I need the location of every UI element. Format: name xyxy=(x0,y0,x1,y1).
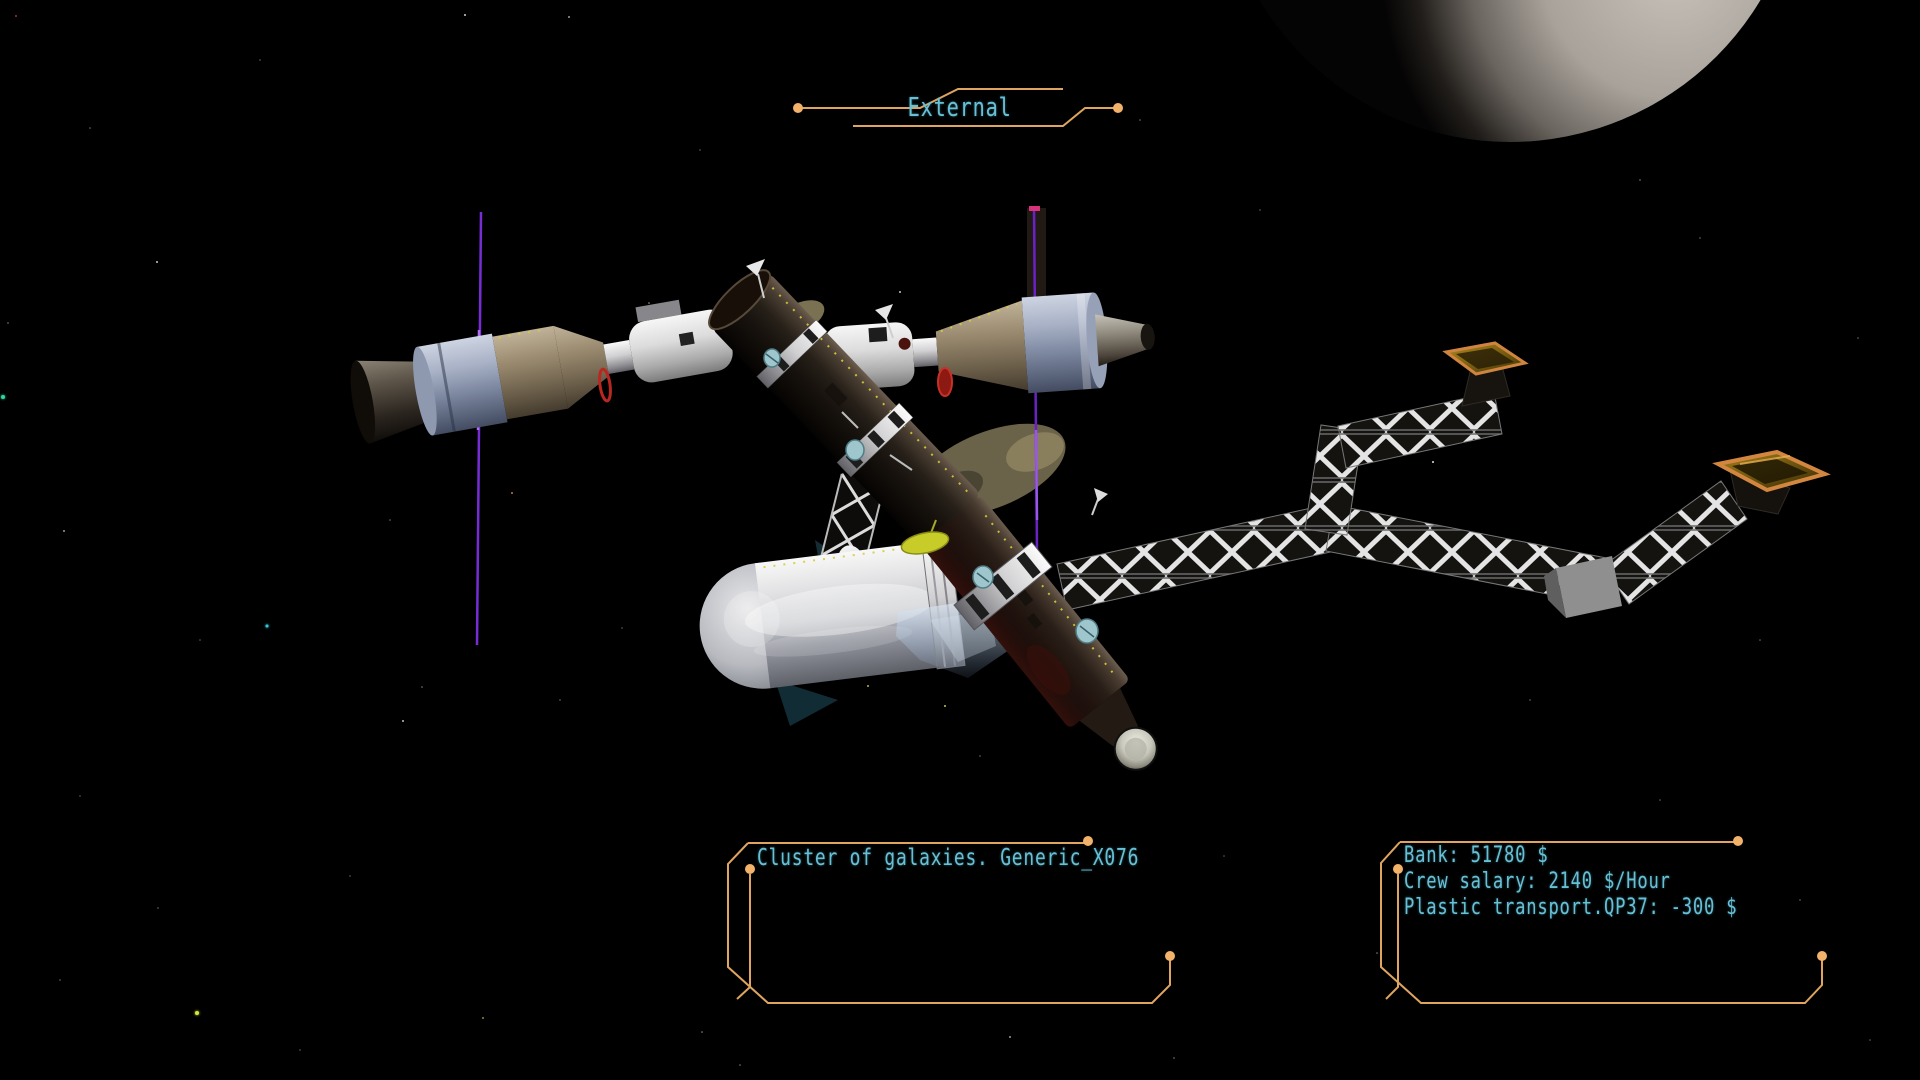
star xyxy=(1759,639,1761,641)
star xyxy=(944,705,946,707)
star xyxy=(89,127,91,129)
finance-panel-frame xyxy=(1380,836,1827,1004)
star xyxy=(1857,337,1859,339)
star xyxy=(7,322,9,324)
star xyxy=(1376,952,1378,954)
star xyxy=(867,685,869,687)
space-station[interactable] xyxy=(345,206,1831,790)
star xyxy=(699,149,701,151)
moon xyxy=(1259,0,1761,142)
equipment-module xyxy=(492,325,569,420)
dish-antenna-yellow[interactable] xyxy=(899,519,950,558)
crew-salary: Crew salary: 2140 $/Hour xyxy=(1404,869,1671,894)
collector-dish-2[interactable] xyxy=(1712,449,1831,515)
star xyxy=(259,59,261,61)
star xyxy=(389,519,391,521)
star xyxy=(156,261,158,263)
star xyxy=(979,755,981,757)
star xyxy=(568,16,570,18)
docking-tunnel xyxy=(912,337,939,368)
star xyxy=(1799,899,1801,901)
apollo-spacecraft-right[interactable] xyxy=(814,288,1158,407)
location-title: Cluster of galaxies. Generic_X076 xyxy=(757,845,1140,871)
solar-panel-left[interactable] xyxy=(475,211,483,646)
core-spine-lower[interactable] xyxy=(920,495,1179,790)
star xyxy=(59,979,61,981)
star xyxy=(1259,209,1261,211)
radar-dishes[interactable] xyxy=(763,348,1099,644)
star xyxy=(559,699,561,701)
star xyxy=(1,395,5,399)
star xyxy=(648,302,650,304)
view-label-frame xyxy=(793,88,1123,127)
star xyxy=(1223,855,1225,857)
star xyxy=(899,291,901,293)
star xyxy=(79,795,81,797)
star xyxy=(701,1031,703,1033)
truss-junction-box xyxy=(1544,556,1622,618)
star xyxy=(402,720,404,722)
star xyxy=(511,492,513,494)
service-module xyxy=(417,333,508,436)
docking-port-marker xyxy=(937,367,953,397)
star xyxy=(621,627,623,629)
star xyxy=(299,1049,301,1051)
lattice-truss-arm[interactable] xyxy=(1056,341,1831,618)
adapter-cone xyxy=(935,300,1029,391)
engine-nozzle xyxy=(1095,314,1149,367)
star xyxy=(1432,461,1434,463)
collector-dish-1[interactable] xyxy=(1442,341,1529,407)
star xyxy=(15,15,17,17)
star xyxy=(739,1064,741,1066)
view-label-text: External xyxy=(908,93,1012,123)
star xyxy=(1869,1039,1871,1041)
star xyxy=(157,907,159,909)
star xyxy=(1139,119,1141,121)
star xyxy=(1173,1057,1175,1059)
star xyxy=(421,686,423,688)
docking-hub[interactable] xyxy=(953,541,1053,631)
star xyxy=(1699,237,1701,239)
bank-balance: Bank: 51780 $ xyxy=(1404,843,1549,868)
star xyxy=(349,875,351,877)
apollo-spacecraft-left[interactable] xyxy=(345,292,738,448)
star xyxy=(63,530,65,532)
command-module xyxy=(629,309,733,383)
starfield xyxy=(1,14,1871,1066)
star xyxy=(464,14,466,16)
service-module xyxy=(1021,292,1101,394)
star xyxy=(482,1017,484,1019)
finance-panel: Bank: 51780 $ Crew salary: 2140 $/Hour P… xyxy=(1378,833,1830,1011)
panel-tip-marker xyxy=(1029,206,1040,211)
star xyxy=(1009,1036,1011,1038)
star xyxy=(195,1011,199,1015)
star xyxy=(265,624,269,628)
star xyxy=(1529,699,1531,701)
thruster-glow xyxy=(598,367,612,403)
star xyxy=(1639,179,1641,181)
view-mode-label: External xyxy=(790,80,1130,136)
star xyxy=(199,639,201,641)
location-panel-frame xyxy=(727,836,1175,1004)
antenna-masts xyxy=(746,259,1108,516)
transport-cost: Plastic transport.QP37: -300 $ xyxy=(1404,895,1738,920)
star xyxy=(1659,799,1661,801)
location-panel: Cluster of galaxies. Generic_X076 xyxy=(725,833,1177,1011)
fuel-tank[interactable] xyxy=(692,537,966,697)
docking-tunnel xyxy=(603,339,635,375)
